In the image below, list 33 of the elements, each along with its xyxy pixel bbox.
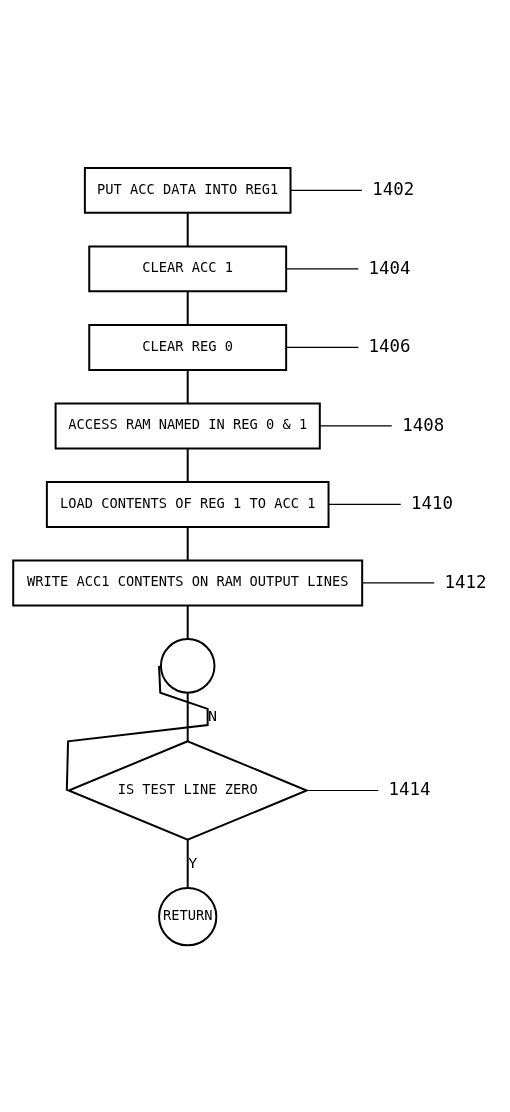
connector: [186, 525, 189, 561]
node-box: CLEAR ACC 1: [88, 245, 288, 292]
connector: [285, 346, 359, 348]
connector: [186, 211, 189, 247]
connector: [186, 691, 189, 742]
node-circle: [159, 637, 216, 694]
connector: [65, 664, 209, 791]
connector: [319, 424, 393, 427]
connector: [361, 581, 435, 584]
node-box: PUT ACC DATA INTO REG1: [83, 166, 292, 214]
node-text: 1414: [388, 778, 431, 799]
connector: [186, 290, 189, 326]
connector: [328, 503, 402, 505]
connector: [285, 267, 359, 270]
node-diamond: IS TEST LINE ZERO: [66, 739, 310, 841]
node-text: 1404: [368, 257, 411, 278]
node-box: CLEAR REG 0: [88, 323, 288, 371]
connector: [290, 189, 363, 191]
connector: [306, 789, 379, 791]
node-text: 1402: [372, 178, 415, 199]
connector: [186, 604, 189, 640]
node-text: 1410: [410, 492, 453, 513]
node-box: LOAD CONTENTS OF REG 1 TO ACC 1: [45, 480, 330, 528]
node-text: 1408: [402, 414, 445, 435]
edge-label: N: [208, 706, 218, 725]
node-box: WRITE ACC1 CONTENTS ON RAM OUTPUT LINES: [12, 559, 364, 606]
node-circle: RETURN: [158, 886, 218, 946]
connector: [186, 368, 189, 404]
node-text: 1412: [444, 571, 487, 592]
node-text: 1406: [368, 335, 411, 356]
connector: [186, 838, 189, 889]
connector: [186, 447, 189, 483]
node-box: ACCESS RAM NAMED IN REG 0 & 1: [54, 402, 321, 449]
